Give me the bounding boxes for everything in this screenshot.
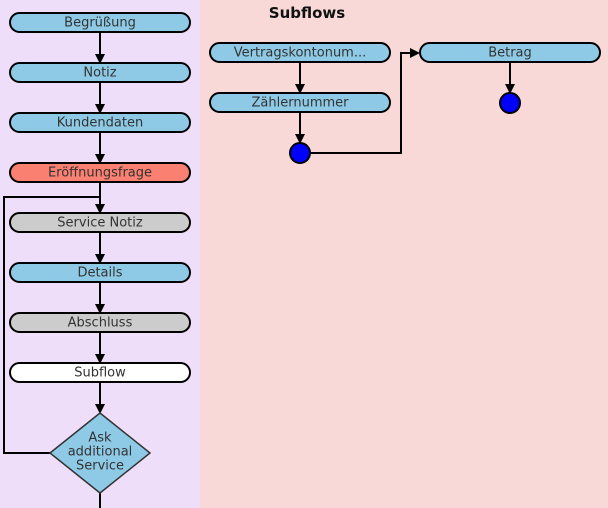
end-node-circle: [289, 142, 311, 164]
subflows-title: Subflows: [269, 4, 346, 22]
node-eroeffnungsfrage[interactable]: Eröffnungsfrage: [9, 162, 191, 183]
edge-loop-back: [3, 196, 100, 454]
end-node-circle: [499, 92, 521, 114]
node-betrag[interactable]: Betrag: [419, 42, 601, 63]
svg-text:Vertragskontonum...: Vertragskontonum...: [234, 46, 367, 61]
svg-text:Notiz: Notiz: [83, 66, 116, 81]
decision-ask-additional-service[interactable]: Ask additional Service: [48, 412, 152, 494]
node-service-notiz[interactable]: Service Notiz: [9, 212, 191, 233]
svg-text:Abschluss: Abschluss: [68, 316, 133, 331]
svg-text:Service Notiz: Service Notiz: [57, 216, 143, 231]
node-abschluss[interactable]: Abschluss: [9, 312, 191, 333]
svg-text:Subflow: Subflow: [74, 366, 126, 381]
svg-text:Eröffnungsfrage: Eröffnungsfrage: [48, 166, 152, 181]
node-subflow[interactable]: Subflow: [9, 362, 191, 383]
svg-text:Kundendaten: Kundendaten: [57, 116, 143, 131]
subflows-panel: [200, 0, 608, 508]
svg-text:Zählernummer: Zählernummer: [252, 96, 350, 111]
node-vertragskontonummer[interactable]: Vertragskontonum...: [209, 42, 391, 63]
node-details[interactable]: Details: [9, 262, 191, 283]
node-kundendaten[interactable]: Kundendaten: [9, 112, 191, 133]
svg-text:additional: additional: [68, 445, 133, 460]
edge-end-betrag: [310, 48, 420, 154]
node-begruessung[interactable]: Begrüßung: [9, 12, 191, 33]
node-zaehlernummer[interactable]: Zählernummer: [209, 92, 391, 113]
svg-text:Service: Service: [76, 459, 124, 474]
svg-text:Ask: Ask: [88, 431, 112, 446]
svg-text:Details: Details: [77, 266, 122, 281]
svg-text:Begrüßung: Begrüßung: [64, 16, 136, 31]
svg-text:Betrag: Betrag: [488, 46, 532, 61]
node-notiz[interactable]: Notiz: [9, 62, 191, 83]
